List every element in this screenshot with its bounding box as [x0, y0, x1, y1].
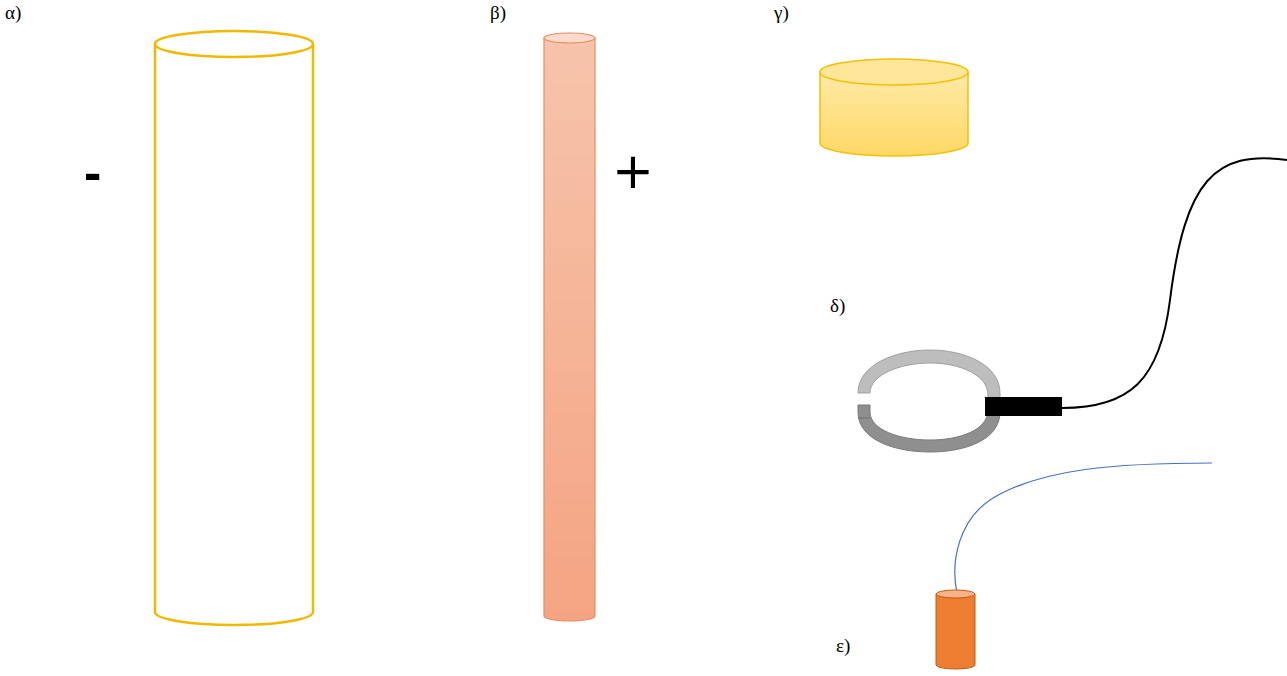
short-cylinder	[820, 59, 968, 156]
part-letter: α)	[5, 3, 21, 22]
copper-rod	[544, 33, 595, 621]
polarity-sign: +	[612, 146, 654, 196]
clamp-sensor	[858, 158, 1287, 452]
small-electrode	[936, 463, 1212, 669]
hollow-cylinder	[155, 31, 313, 625]
polarity-sign: -	[84, 146, 101, 198]
part-letter: δ)	[830, 296, 845, 315]
part-letter: ε)	[836, 636, 850, 655]
part-letter: β)	[490, 3, 506, 22]
part-letter: γ)	[774, 3, 789, 22]
